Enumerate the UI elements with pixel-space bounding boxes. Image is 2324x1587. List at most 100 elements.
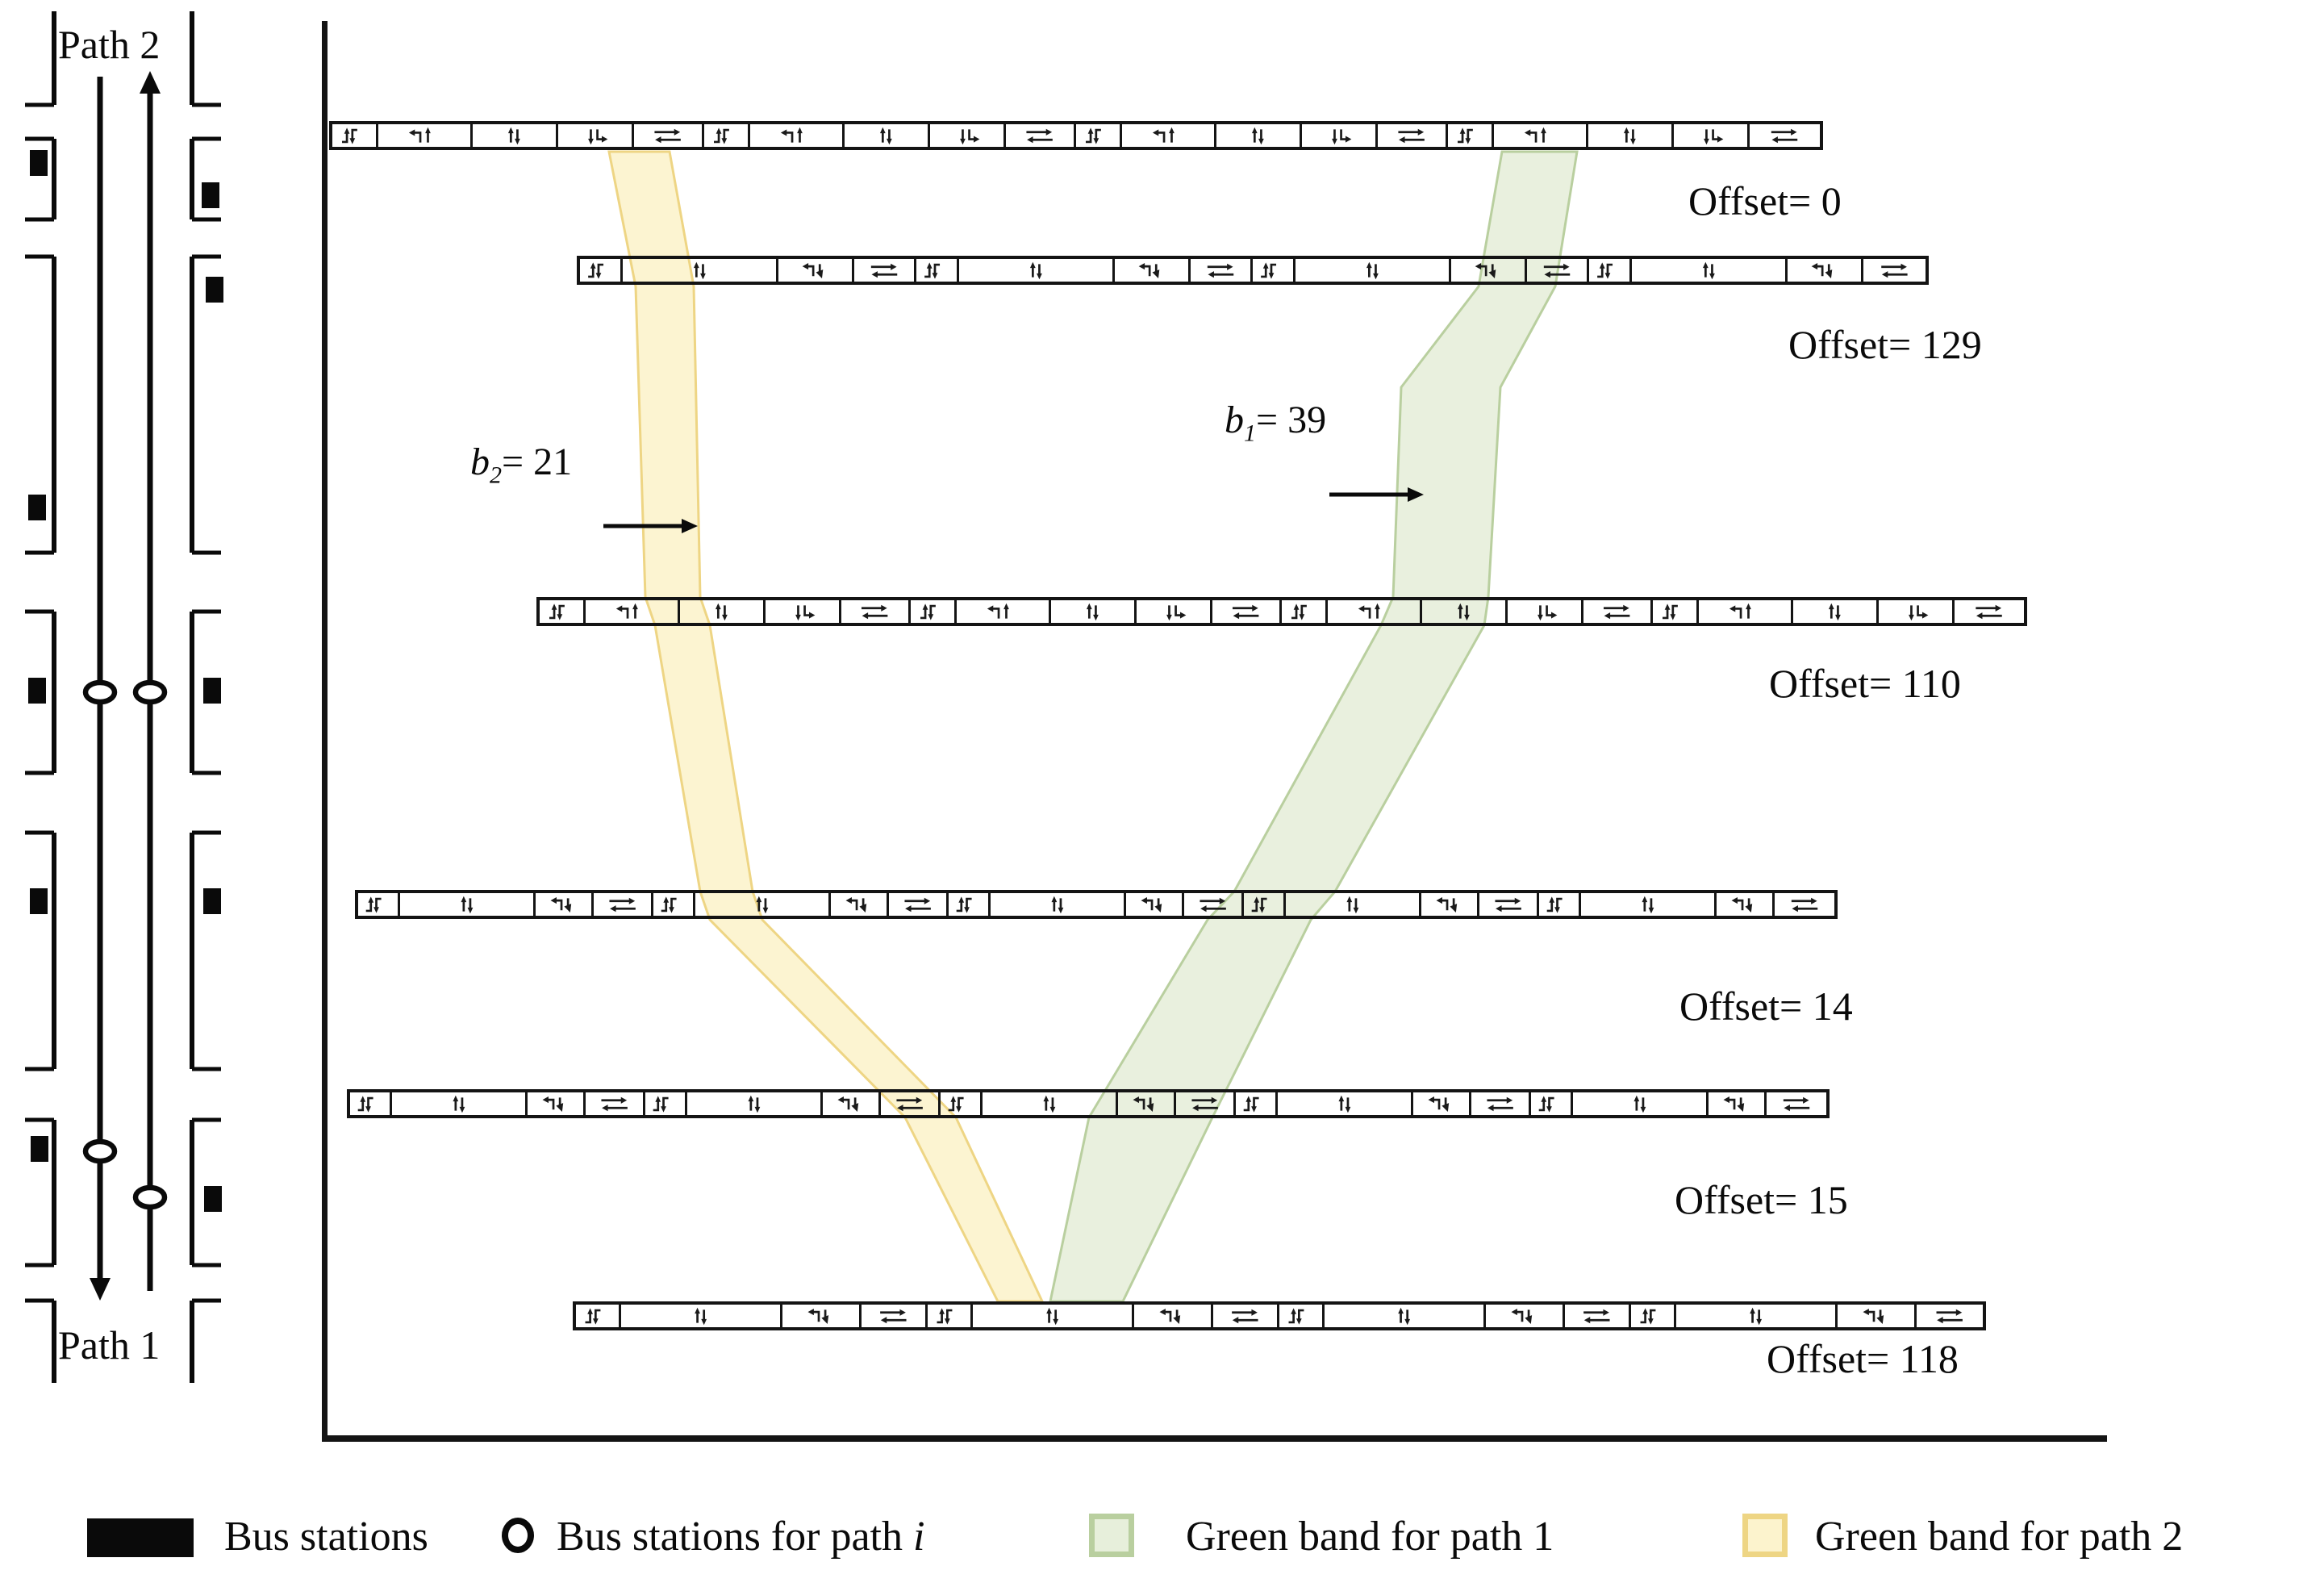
left-turn-pair-icon [1137, 1305, 1208, 1327]
bus-station-marker [28, 495, 46, 520]
two-way-horizontal-icon [1179, 1093, 1231, 1115]
two-way-horizontal-icon [1567, 1305, 1626, 1327]
through-up-down-icon [701, 894, 824, 916]
opposing-left-turn-hooks-icon [541, 601, 582, 623]
opposing-left-turn-hooks-icon [1254, 260, 1291, 282]
phase-cell-B [1494, 124, 1588, 147]
b2-value: = 21 [502, 441, 573, 483]
bus-station-marker [31, 1136, 48, 1162]
phase-cell-F [1788, 259, 1863, 282]
through-up-down-icon [988, 1093, 1111, 1115]
two-way-horizontal-icon [844, 601, 905, 623]
left-turn-pair-icon [833, 894, 884, 916]
through-up-down-icon [693, 1093, 816, 1115]
path-bus-station-circle [82, 1138, 118, 1164]
phase-cell-E [841, 600, 911, 623]
phase-cell-E [1775, 893, 1834, 916]
through-up-down-icon [1579, 1093, 1701, 1115]
left-turn-pair-icon [786, 1305, 856, 1327]
phase-cell-F [823, 1092, 881, 1115]
phase-cell-E [1191, 259, 1253, 282]
two-way-horizontal-icon [636, 125, 699, 147]
phase-cell-E [1212, 600, 1282, 623]
left-turn-pair-icon [825, 1093, 876, 1115]
signal-bar-4 [355, 890, 1838, 919]
phase-cell-A [1631, 1305, 1676, 1327]
b1-value: = 39 [1256, 399, 1327, 441]
phase-cell-E [1213, 1305, 1279, 1327]
opposing-left-turn-hooks-icon [1533, 1093, 1569, 1115]
opposing-left-turn-hooks-icon [1078, 125, 1118, 147]
through-up-down-icon [1331, 1305, 1477, 1327]
phase-cell-F [528, 1092, 586, 1115]
left-turn-pair-icon [1120, 1093, 1171, 1115]
opposing-left-turn-hooks-icon [912, 601, 953, 623]
phase-cell-A [1653, 600, 1699, 623]
phase-cell-D [1302, 124, 1378, 147]
annotation-arrowhead-icon [682, 519, 698, 533]
phase-cell-C [1296, 259, 1451, 282]
offset-label: Offset= 110 [1769, 661, 1961, 706]
legend-label-bus-stations: Bus stations [224, 1513, 428, 1560]
two-way-horizontal-icon [857, 260, 912, 282]
left-turn-pair-icon [782, 260, 849, 282]
opposing-left-turn-hooks-icon [1654, 601, 1695, 623]
phase-cell-A [1244, 893, 1286, 916]
phase-cell-E [1750, 124, 1820, 147]
phase-cell-A [653, 893, 695, 916]
phase-cell-A [1531, 1092, 1573, 1115]
phase-cell-C [1051, 600, 1137, 623]
phase-cell-A [928, 1305, 973, 1327]
phase-cell-C [392, 1092, 528, 1115]
phase-cell-D [1508, 600, 1583, 623]
phase-cell-E [854, 259, 916, 282]
through-up-down-icon [979, 1305, 1125, 1327]
through-down-and-turn-right-icon [933, 125, 1001, 147]
phase-cell-A [1076, 124, 1122, 147]
legend-text: Bus stations [224, 1514, 428, 1560]
phase-cell-F [1838, 1305, 1917, 1327]
phase-cell-B [1122, 124, 1216, 147]
bandwidth-annotation-b2: b2= 21 [470, 440, 572, 490]
legend-text: Green band for path 2 [1815, 1514, 2184, 1560]
green-band-path1-swatch-icon [1089, 1514, 1134, 1557]
bus-station-marker [30, 150, 48, 176]
path2-label: Path 2 [58, 22, 161, 67]
legend-italic: i [912, 1514, 925, 1560]
through-down-and-turn-right-icon [561, 125, 629, 147]
phase-cell-E [1767, 1092, 1826, 1115]
two-way-horizontal-icon [1380, 125, 1442, 147]
phase-cell-F [536, 893, 594, 916]
two-way-horizontal-icon [1482, 894, 1534, 916]
phase-cell-A [1282, 600, 1328, 623]
phase-cell-E [1917, 1305, 1983, 1327]
left-turn-pair-icon [1454, 260, 1522, 282]
phase-cell-B [750, 124, 845, 147]
phase-cell-E [586, 1092, 645, 1115]
opposing-left-turn-hooks-icon [929, 1305, 969, 1327]
two-way-horizontal-icon [1957, 601, 2021, 623]
through-up-down-icon [476, 125, 553, 147]
left-turn-pair-icon [538, 894, 589, 916]
phase-cell-C [1793, 600, 1879, 623]
through-up-down-icon [1054, 601, 1131, 623]
opposing-left-turn-hooks-icon [360, 894, 396, 916]
phase-cell-E [1527, 259, 1589, 282]
through-down-and-turn-right-icon [1677, 125, 1745, 147]
two-way-horizontal-icon [864, 1305, 923, 1327]
left-turn-pair-icon [1791, 260, 1859, 282]
two-way-horizontal-icon [1769, 1093, 1824, 1115]
phase-cell-C [621, 1305, 782, 1327]
phase-cell-C [1676, 1305, 1838, 1327]
phase-cell-A [704, 124, 750, 147]
opposing-left-turn-hooks-icon [1591, 260, 1628, 282]
left-turn-pair-icon [1719, 894, 1770, 916]
opposing-left-turn-hooks-icon [706, 125, 746, 147]
offset-label: Offset= 15 [1675, 1177, 1848, 1222]
phase-cell-B [957, 600, 1051, 623]
bandwidth-annotation-b1: b1= 39 [1225, 398, 1326, 448]
two-way-horizontal-icon [1752, 125, 1817, 147]
opposing-left-turn-hooks-icon [1237, 1093, 1274, 1115]
two-way-horizontal-icon [1215, 601, 1276, 623]
